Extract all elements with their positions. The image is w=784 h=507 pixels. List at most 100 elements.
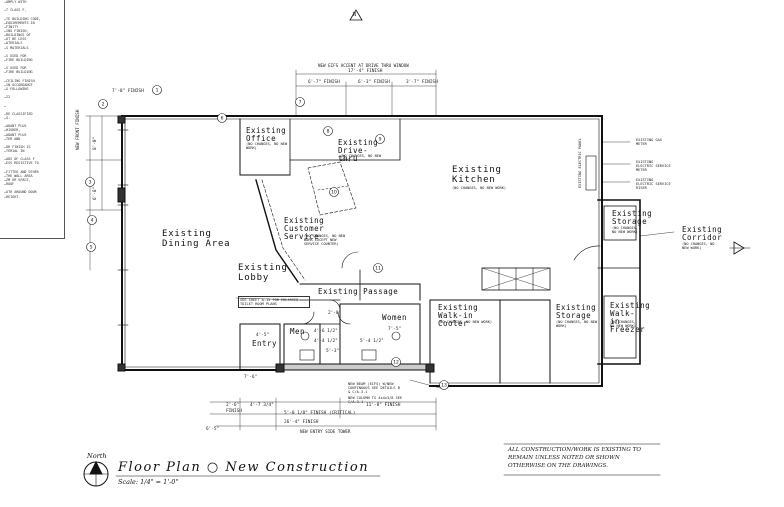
customer-service-label: Existing Customer Service xyxy=(284,216,325,241)
code-note-line: …ZM OR SPACE, xyxy=(4,178,31,183)
entry-vestibule xyxy=(239,323,281,371)
dim-bottom-finish: FINISH xyxy=(226,409,242,414)
code-note-line: …ADANT PLUS xyxy=(4,132,27,137)
keynote-tag xyxy=(87,215,97,225)
dim-small-c: 5'-3" xyxy=(326,349,340,354)
storage-right-note: (NO CHANGES, NO NEW WORK) xyxy=(612,226,638,235)
door-swing xyxy=(301,311,315,325)
keynote-tag xyxy=(391,357,401,367)
keynote-tag-number: 6 xyxy=(221,116,224,122)
keynote-tag xyxy=(439,380,449,390)
door-swing xyxy=(573,245,601,261)
code-note-line: …EQUIREMENTS IN xyxy=(4,20,35,25)
toilet-plan-note: SEE SHEET A-15 FOR ENLARGED TOILET ROOM … xyxy=(238,296,310,309)
new-column-note: NEW COLUMN TS 4x4x3/8 SEE C/A-3.1 xyxy=(348,396,403,405)
dim-entry-b: 7'-6" xyxy=(244,375,258,380)
exterior-wall-inner xyxy=(124,118,600,384)
keynote-tag xyxy=(375,134,385,144)
general-note: ALL CONSTRUCTION/WORK IS EXISTING TO REM… xyxy=(508,447,641,470)
code-note-line: …FIRE BUILDING xyxy=(4,70,33,75)
dim-passage-b: 4'-4 1/2" xyxy=(314,339,338,344)
north-label: North xyxy=(87,452,107,460)
drive-thru-label: Existing Drive-thru xyxy=(338,138,379,163)
passage-wall xyxy=(299,283,421,301)
code-note-line: …ATERIALS xyxy=(4,41,23,46)
code-note-line: …BUILDINGS OF xyxy=(4,33,31,38)
gas-meter-note: EXISTING GAS METER xyxy=(636,138,662,147)
code-note-line: …OTH AROUND DOOR xyxy=(4,190,37,195)
walk-in-freezer-label: Existing Walk-in Freezer xyxy=(610,301,651,334)
keynote-tag xyxy=(217,113,227,123)
electric-riser-note: EXISTING ELECTRIC SERVICE RISER xyxy=(636,178,671,191)
keynote-tag xyxy=(85,177,95,187)
keynote-tag-number: 8 xyxy=(327,129,330,135)
keynote-tag-number: 1 xyxy=(156,88,159,94)
kitchen-equipment xyxy=(307,161,357,216)
lobby-label: Existing Lobby xyxy=(238,263,288,283)
keynote-tag-number: 7 xyxy=(299,100,302,106)
door-swing xyxy=(337,311,351,325)
keynote-tag-number: 3 xyxy=(89,180,92,186)
service-counter xyxy=(255,179,299,283)
storage-mid-label: Existing Storage xyxy=(556,303,597,320)
code-note-line: …OT BE LESS xyxy=(4,37,27,42)
code-note-line: …ROOF xyxy=(4,182,15,187)
new-entry-tower xyxy=(279,363,431,371)
dining-area-label: Existing Dining Area xyxy=(162,229,231,249)
code-note-line: …ING FINISH, xyxy=(4,28,29,33)
dim-bottom-b: 4'-7 3/4" xyxy=(250,403,274,408)
keynote-tag-number: 11 xyxy=(375,266,381,272)
dim-left-a: 7'-0" FINISH xyxy=(112,89,144,94)
code-note-line: …ESS RESISTIVE TO xyxy=(4,161,39,166)
keynote-tag-number: 4 xyxy=(91,218,94,224)
walk-in-cooler-note: (NO CHANGES, NO NEW WORK) xyxy=(438,320,493,324)
keynote-tag xyxy=(98,99,108,109)
keynote-tag-number: 5 xyxy=(90,245,93,251)
dim-small-b: 7'-5" xyxy=(388,327,402,332)
code-note-line: …IN ACCORDANCE xyxy=(4,82,33,87)
code-note-line: …TERIAL IN xyxy=(4,149,25,154)
corridor-label: Existing Corridor xyxy=(682,225,723,242)
dim-top-c: 3'-7" FINISH xyxy=(406,80,438,85)
door-swing xyxy=(341,251,359,269)
dim-bottom-c: 5'-0 1/8" FINISH (CRITICAL) xyxy=(284,411,356,416)
dim-passage-a: 4'-6 1/2" xyxy=(314,329,338,334)
code-note-line: …TER AND xyxy=(4,136,21,141)
dim-passage-c: 5'-4 1/2" xyxy=(360,339,384,344)
code-note-line: … xyxy=(4,103,7,108)
customer-service-note: (NO CHANGES, NO NEW WORK EXCEPT NEW SERV… xyxy=(304,234,346,247)
section-marker-north xyxy=(349,9,363,21)
code-note-line: …FINITY xyxy=(4,24,19,29)
keynote-tag-number: 9 xyxy=(379,137,382,143)
code-note-line: …S MATERIALS xyxy=(4,45,29,50)
dim-bottom-overall: 26'-4" FINISH xyxy=(284,420,319,425)
dim-left-c: 6'-8" xyxy=(93,186,98,200)
kitchen-note: (NO CHANGES, NO NEW WORK) xyxy=(452,186,507,190)
door-swing xyxy=(329,299,341,311)
office-wall xyxy=(239,118,291,176)
code-note-line: …S USED FOR xyxy=(4,66,27,71)
accent-window-note: NEW EIFS ACCENT AT DRIVE THRU WINDOW xyxy=(318,63,409,68)
keynote-tag xyxy=(295,97,305,107)
code-note-line: …HEIGHT. xyxy=(4,194,21,199)
electric-panel-note: EXISTING ELECTRIC PANEL xyxy=(578,138,582,188)
code-note-line: …ADANT PLUS xyxy=(4,124,27,129)
code-note-line: …G FOLLOWING xyxy=(4,86,29,91)
dim-bottom-d: 11'-8" FINISH xyxy=(366,403,401,408)
drawing-title: Floor Plan ○ New Construction xyxy=(118,460,370,475)
code-note-line: …CEILING FINISH xyxy=(4,78,35,83)
keynote-tag xyxy=(152,85,162,95)
code-note-line: …RE CLASSIFIED xyxy=(4,111,33,116)
code-note-line: …FIRE BUILDING xyxy=(4,57,33,62)
mens-room-label: Men xyxy=(290,327,306,336)
womens-restroom xyxy=(339,303,421,367)
code-note-line: …22 xyxy=(4,95,11,100)
code-note-line: …T CLASS F, xyxy=(4,8,27,13)
code-note-line: …ADS OF CLASS F xyxy=(4,157,35,162)
office-label: Existing Office xyxy=(246,126,287,143)
walk-in-freezer-note: (NO CHANGES, NO NEW WORK) xyxy=(610,320,636,329)
keynote-tag xyxy=(329,187,339,197)
new-beam-note: NEW BEAM (EIFS) W/NEW CONTINUOUS SEE DET… xyxy=(348,382,400,395)
dim-bottom-left: 6'-5" xyxy=(206,427,220,432)
entry-tower-note: NEW ENTRY SIDE TOWER xyxy=(300,429,351,434)
